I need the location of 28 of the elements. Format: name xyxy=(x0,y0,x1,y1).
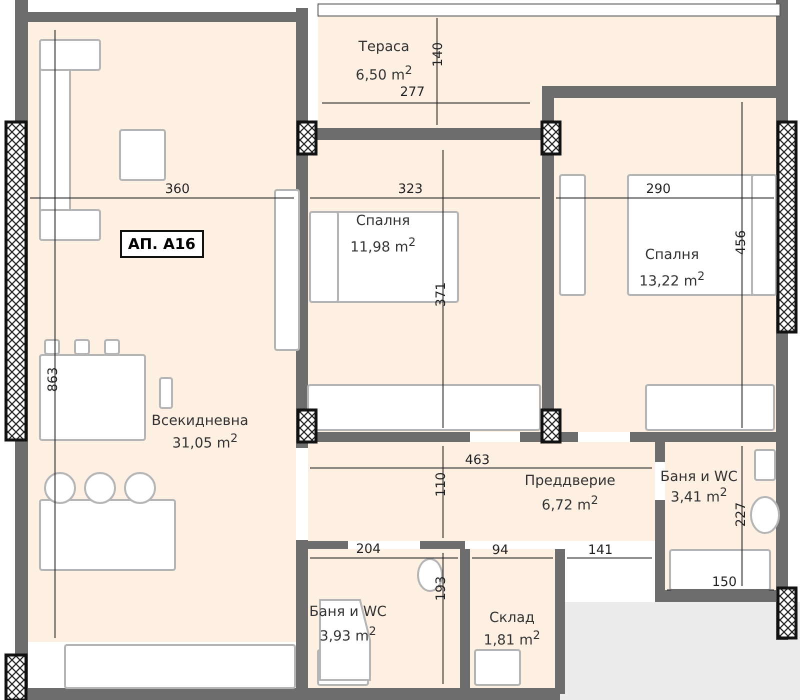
room-area-value: 6,72 m$^{2}$ xyxy=(542,494,598,514)
room-name: Баня и WC xyxy=(660,470,738,486)
room-name: Баня и WC xyxy=(309,605,387,620)
dimension-value: 150 xyxy=(712,576,737,589)
room-area xyxy=(308,442,655,541)
room-area-value: 13,22 m$^{2}$ xyxy=(639,270,705,290)
dimension-value: 94 xyxy=(492,544,509,557)
room-area-value: 3,93 m$^{2}$ xyxy=(320,625,376,646)
dimension-value: 323 xyxy=(398,183,423,196)
apartment-label: АП. А16 xyxy=(120,230,204,258)
dimension-value: 141 xyxy=(588,544,613,557)
room-name: Склад xyxy=(489,611,535,626)
dimension-value: 290 xyxy=(646,183,671,196)
room-area-value: 1,81 m$^{2}$ xyxy=(484,629,540,650)
room-name: Спалня xyxy=(644,248,700,264)
room-area xyxy=(318,14,544,128)
room-area-value: 11,98 m$^{2}$ xyxy=(350,236,416,256)
room-name: Тераса xyxy=(358,40,410,56)
room-area-value: 6,50 m$^{2}$ xyxy=(356,64,412,84)
dimension-value: 204 xyxy=(356,543,381,556)
room-name: Всекидневна xyxy=(152,414,248,430)
room-name: Спалня xyxy=(356,214,410,230)
room-area-value: 3,41 m$^{2}$ xyxy=(670,486,728,506)
room-area-value: 31,05 m$^{2}$ xyxy=(172,432,238,452)
dimension-value: 360 xyxy=(165,183,190,196)
dimension-value: 277 xyxy=(400,86,425,99)
dimension-value: 463 xyxy=(465,454,490,467)
room-name: Преддверие xyxy=(524,474,616,490)
